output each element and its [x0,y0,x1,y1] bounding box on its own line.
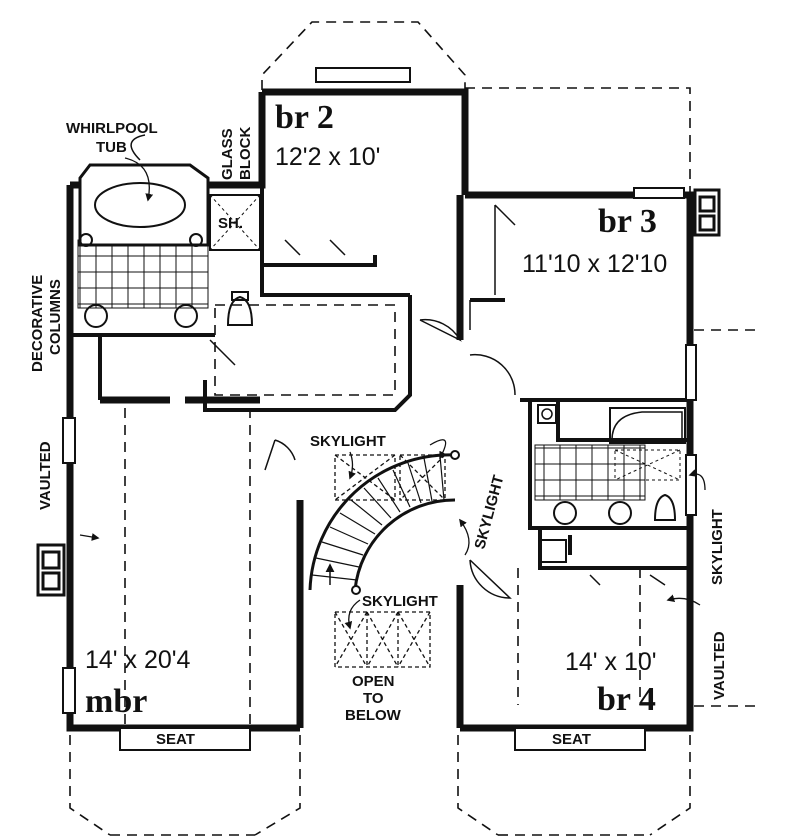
toilet-icon [226,295,254,326]
mbr-size: 14' x 20'4 [85,646,191,674]
vaulted-right-label: VAULTED [711,631,728,700]
tub-label: TUB [96,139,127,156]
mbr-name: mbr [85,683,147,720]
block-label: BLOCK [237,127,254,180]
skylight-mid-label: SKYLIGHT [362,593,438,610]
shower-label: SH. [218,215,243,232]
br3-name: br 3 [598,203,657,240]
columns-label: COLUMNS [47,279,64,355]
windows [62,67,697,751]
whirlpool-tub-icon [94,182,186,228]
to-label: TO [363,690,384,707]
master-bath [77,134,261,328]
br2-size: 12'2 x 10' [275,143,380,171]
br4-size: 14' x 10' [565,648,657,676]
open-label: OPEN [352,673,395,690]
glass-label: GLASS [219,128,236,180]
skylight-right-label: SKYLIGHT [709,509,726,585]
whirlpool-label: WHIRLPOOL [66,120,158,137]
chimney-icons [36,188,721,597]
skylight-icons [334,454,446,668]
skylight-stair-label: SKYLIGHT [471,473,507,551]
door-swings [209,204,666,599]
seat-right-label: SEAT [552,731,591,748]
skylight-top-label: SKYLIGHT [310,433,386,450]
below-label: BELOW [345,707,402,724]
vaulted-left-label: VAULTED [37,441,54,510]
br2-name: br 2 [275,99,334,136]
leader-arrows [79,157,706,630]
decorative-label: DECORATIVE [29,275,46,372]
interior-walls [70,185,690,570]
br3-size: 11'10 x 12'10 [522,250,667,278]
br4-name: br 4 [597,681,656,718]
hall-bath [534,404,686,563]
dashed-outlines [69,21,760,836]
curved-staircase [308,450,460,595]
seat-left-label: SEAT [156,731,195,748]
